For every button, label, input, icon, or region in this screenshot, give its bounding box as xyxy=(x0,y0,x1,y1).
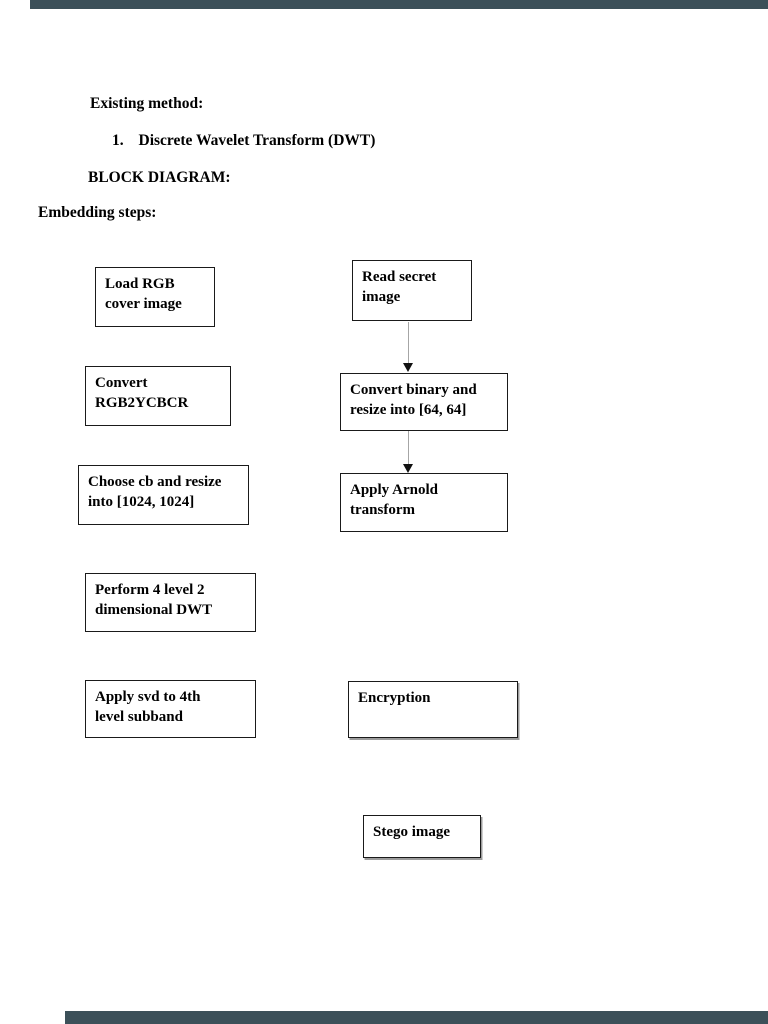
flow-box-convert-binary-resize: Convert binary and resize into [64, 64] xyxy=(340,373,508,431)
heading-embedding-steps: Embedding steps: xyxy=(38,204,157,221)
flow-box-encryption: Encryption xyxy=(348,681,518,738)
heading-existing-method: Existing method: xyxy=(90,95,204,112)
arrow-line-convert-to-arnold xyxy=(408,431,409,464)
list-item-number: 1. xyxy=(112,132,124,149)
flow-box-choose-cb-resize: Choose cb and resize into [1024, 1024] xyxy=(78,465,249,525)
arrow-line-read-to-convert xyxy=(408,322,409,364)
flow-box-load-rgb-cover-image: Load RGB cover image xyxy=(95,267,215,327)
flow-box-perform-dwt: Perform 4 level 2 dimensional DWT xyxy=(85,573,256,632)
flow-box-stego-image: Stego image xyxy=(363,815,481,858)
list-item-text: Discrete Wavelet Transform (DWT) xyxy=(138,132,376,149)
viewer-top-bar xyxy=(30,0,768,9)
flow-box-apply-arnold-transform: Apply Arnold transform xyxy=(340,473,508,532)
viewer-bottom-bar xyxy=(65,1011,768,1024)
flow-box-convert-rgb2ycbcr: Convert RGB2YCBCR xyxy=(85,366,231,426)
arrow-down-icon xyxy=(403,464,413,473)
list-item-dwt: 1. Discrete Wavelet Transform (DWT) xyxy=(112,132,375,150)
arrow-down-icon xyxy=(403,363,413,372)
flow-box-read-secret-image: Read secret image xyxy=(352,260,472,321)
heading-block-diagram: BLOCK DIAGRAM: xyxy=(88,169,231,186)
flow-box-apply-svd: Apply svd to 4th level subband xyxy=(85,680,256,738)
